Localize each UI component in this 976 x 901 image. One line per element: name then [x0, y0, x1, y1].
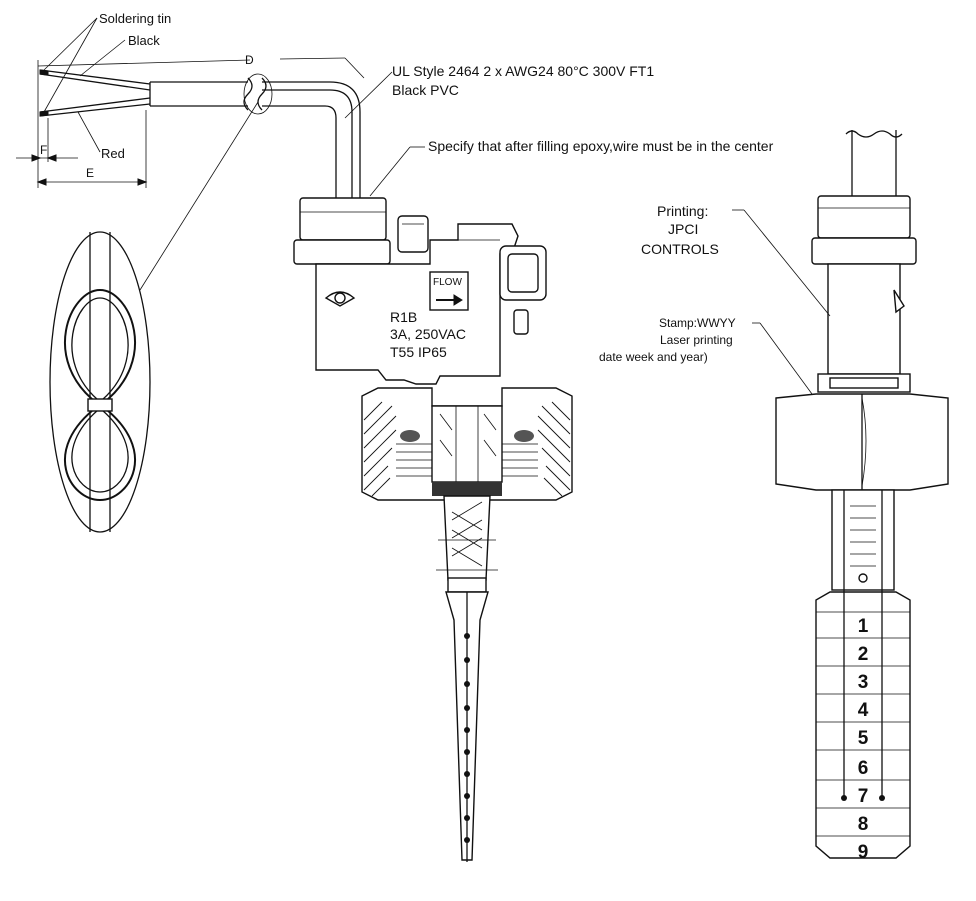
scale-mark-2: 2 — [858, 644, 869, 665]
dimension-d-label: D — [245, 53, 254, 67]
printing-label-line1: Printing: — [657, 203, 708, 219]
stamp-label-line1: Stamp:WWYY — [659, 316, 736, 330]
printing-label-line2: JPCI — [668, 221, 698, 237]
wire-end-detail — [16, 17, 365, 200]
body-text-line1: R1B — [390, 309, 417, 325]
body-text-line3: T55 IP65 — [390, 344, 447, 360]
flow-switch-front-view — [775, 130, 949, 859]
scale-mark-8: 8 — [858, 814, 869, 835]
stamp-label-line2: Laser printing — [660, 333, 733, 347]
black-wire-label: Black — [128, 33, 160, 48]
scale-mark-9: 9 — [858, 842, 869, 863]
body-text-line2: 3A, 250VAC — [390, 326, 466, 342]
dimension-e-label: E — [86, 166, 94, 180]
cable-spec-line1: UL Style 2464 2 x AWG24 80°C 300V FT1 — [392, 63, 654, 79]
flow-label: FLOW — [433, 277, 462, 288]
scale-mark-5: 5 — [858, 728, 869, 749]
stamp-label-line3: date week and year) — [599, 350, 708, 364]
printing-label-line3: CONTROLS — [641, 241, 719, 257]
loop-detail-view — [49, 73, 273, 533]
scale-mark-6: 6 — [858, 758, 869, 779]
paddle-scale: 1 2 3 4 5 6 7 8 9 — [858, 616, 869, 863]
flow-switch-section-view — [293, 197, 573, 862]
scale-mark-1: 1 — [858, 616, 869, 637]
epoxy-note: Specify that after filling epoxy,wire mu… — [428, 138, 774, 154]
scale-mark-3: 3 — [858, 672, 869, 693]
soldering-tin-label: Soldering tin — [99, 11, 171, 26]
red-wire-label: Red — [101, 146, 125, 161]
cable-spec-leader — [344, 71, 393, 119]
scale-mark-4: 4 — [858, 700, 869, 721]
cable-spec-line2: Black PVC — [392, 82, 459, 98]
scale-mark-7: 7 — [858, 786, 869, 807]
dimension-f-label: F — [40, 143, 47, 157]
